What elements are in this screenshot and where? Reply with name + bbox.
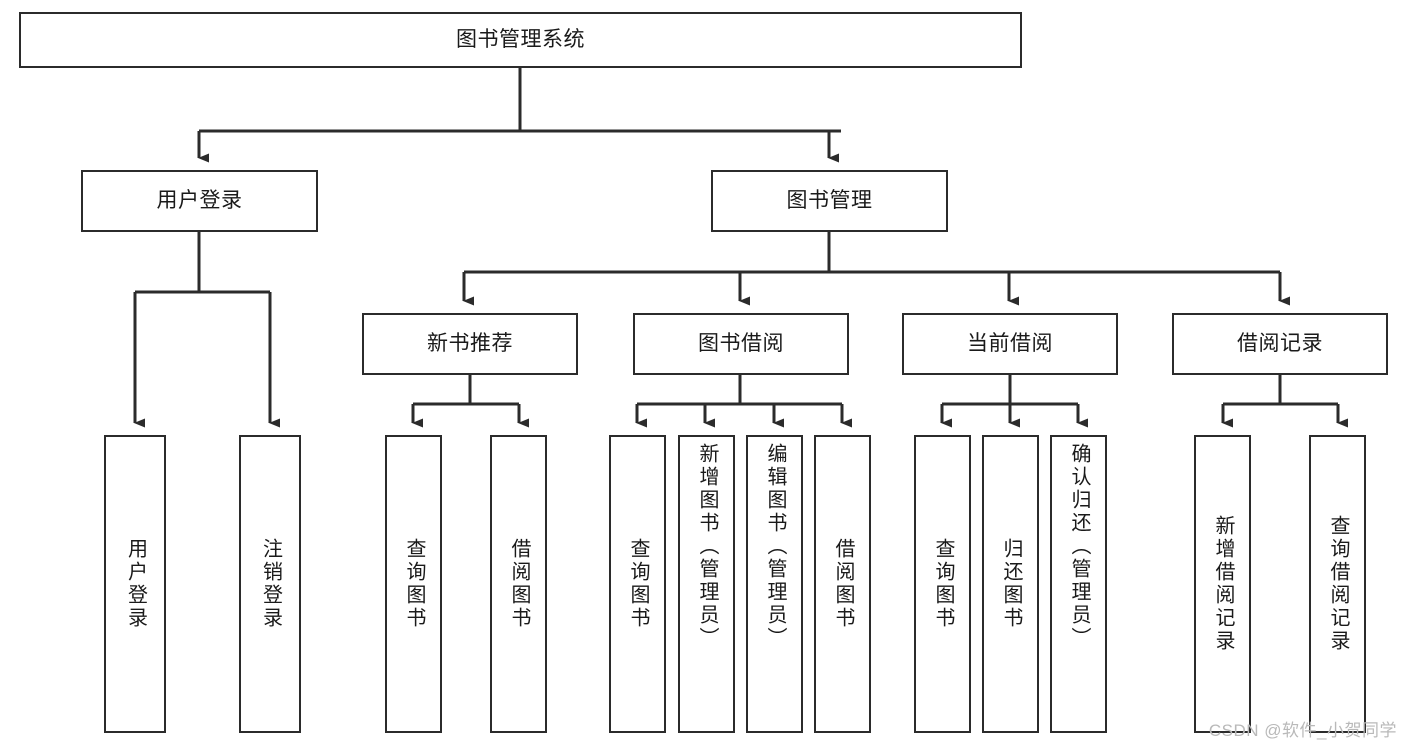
node-root[interactable]: 图书管理系统 (19, 12, 1022, 68)
watermark-text: CSDN @软件_小贺同学 (1208, 721, 1397, 740)
node-leaf-query-record-label: 查询借阅记录 (1327, 515, 1349, 653)
node-leaf-borrow-book-1[interactable]: 借阅图书 (490, 435, 547, 733)
node-borrow-record-label: 借阅记录 (1237, 331, 1323, 355)
node-user-login-label: 用户登录 (156, 188, 243, 212)
node-leaf-edit-book-label: 编辑图书（管理员） (764, 443, 786, 650)
node-leaf-add-record[interactable]: 新增借阅记录 (1194, 435, 1251, 733)
node-leaf-query-book-2[interactable]: 查询图书 (609, 435, 666, 733)
node-leaf-user-logout[interactable]: 注销登录 (239, 435, 301, 733)
node-leaf-add-book-label: 新增图书（管理员） (696, 443, 718, 650)
node-leaf-borrow-book-2-label: 借阅图书 (832, 538, 854, 630)
node-new-book-recommend-label: 新书推荐 (427, 331, 513, 355)
node-book-manage[interactable]: 图书管理 (711, 170, 948, 232)
node-leaf-query-book-2-label: 查询图书 (627, 538, 649, 630)
node-leaf-confirm-return[interactable]: 确认归还（管理员） (1050, 435, 1107, 733)
node-leaf-query-book-1[interactable]: 查询图书 (385, 435, 442, 733)
node-leaf-query-book-3[interactable]: 查询图书 (914, 435, 971, 733)
node-book-borrow[interactable]: 图书借阅 (633, 313, 849, 375)
node-leaf-query-book-1-label: 查询图书 (403, 538, 425, 630)
node-leaf-return-book-label: 归还图书 (1000, 538, 1022, 630)
node-current-borrow[interactable]: 当前借阅 (902, 313, 1118, 375)
node-leaf-user-login[interactable]: 用户登录 (104, 435, 166, 733)
node-user-login[interactable]: 用户登录 (81, 170, 318, 232)
node-leaf-borrow-book-1-label: 借阅图书 (508, 538, 530, 630)
node-leaf-return-book[interactable]: 归还图书 (982, 435, 1039, 733)
node-root-label: 图书管理系统 (456, 27, 585, 51)
node-new-book-recommend[interactable]: 新书推荐 (362, 313, 578, 375)
node-leaf-query-record[interactable]: 查询借阅记录 (1309, 435, 1366, 733)
node-leaf-user-logout-label: 注销登录 (259, 538, 282, 630)
node-book-manage-label: 图书管理 (786, 188, 873, 212)
node-leaf-add-record-label: 新增借阅记录 (1212, 515, 1234, 653)
node-leaf-edit-book[interactable]: 编辑图书（管理员） (746, 435, 803, 733)
node-leaf-add-book[interactable]: 新增图书（管理员） (678, 435, 735, 733)
node-book-borrow-label: 图书借阅 (698, 331, 784, 355)
node-borrow-record[interactable]: 借阅记录 (1172, 313, 1388, 375)
node-current-borrow-label: 当前借阅 (967, 331, 1053, 355)
node-leaf-query-book-3-label: 查询图书 (932, 538, 954, 630)
node-leaf-confirm-return-label: 确认归还（管理员） (1068, 443, 1090, 650)
node-leaf-user-login-label: 用户登录 (124, 538, 147, 630)
node-leaf-borrow-book-2[interactable]: 借阅图书 (814, 435, 871, 733)
